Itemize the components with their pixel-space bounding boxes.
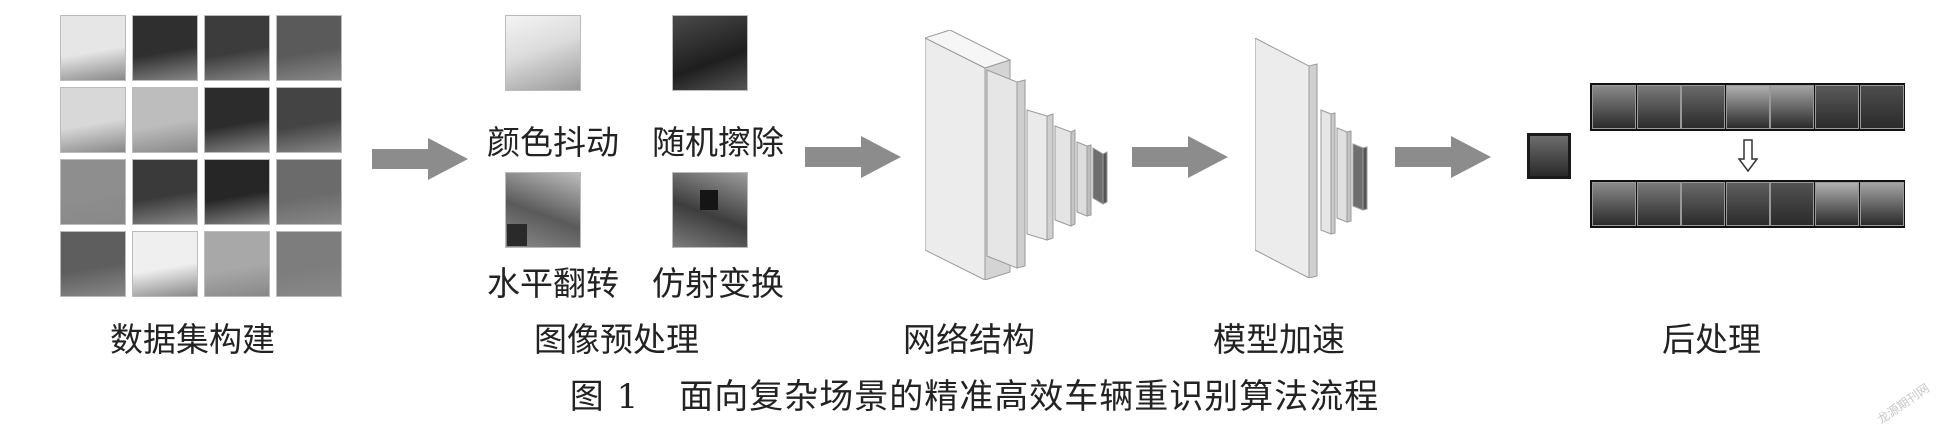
- retrieved-vehicle-thumbnail: [1592, 85, 1636, 129]
- vehicle-thumbnail: [60, 159, 126, 225]
- vehicle-thumbnail: [204, 159, 270, 225]
- vehicle-thumbnail: [204, 231, 270, 297]
- stage-label-acceleration: 模型加速: [1213, 320, 1345, 359]
- retrieved-vehicle-thumbnail: [1636, 182, 1681, 226]
- affine-transform-label: 仿射变换: [652, 264, 784, 303]
- affine-transform-thumbnail: [672, 172, 748, 248]
- vehicle-thumbnail: [60, 87, 126, 153]
- vehicle-thumbnail: [132, 231, 198, 297]
- accelerated-model-diagram: [1255, 38, 1368, 278]
- color-jitter-thumbnail: [505, 15, 581, 91]
- vehicle-thumbnail: [204, 87, 270, 153]
- erasing-patch: [700, 190, 718, 210]
- vehicle-thumbnail: [132, 15, 198, 81]
- horizontal-flip-label: 水平翻转: [487, 264, 619, 303]
- vehicle-thumbnail: [276, 231, 342, 297]
- retrieved-vehicle-thumbnail: [1725, 85, 1770, 129]
- initial-ranking-strip: [1590, 83, 1905, 131]
- vehicle-thumbnail: [204, 15, 270, 81]
- flow-arrow-2: [805, 136, 901, 178]
- stage-label-postprocess: 后处理: [1662, 320, 1761, 359]
- retrieved-vehicle-thumbnail: [1636, 85, 1681, 129]
- flow-arrow-1: [372, 138, 468, 180]
- vehicle-thumbnail: [276, 15, 342, 81]
- retrieved-vehicle-thumbnail: [1592, 182, 1636, 226]
- stage-label-preprocess: 图像预处理: [534, 320, 699, 359]
- retrieved-vehicle-thumbnail: [1681, 85, 1726, 129]
- retrieved-vehicle-thumbnail: [1681, 182, 1726, 226]
- vehicle-thumbnail: [132, 159, 198, 225]
- vehicle-thumbnail: [276, 159, 342, 225]
- vehicle-thumbnail: [60, 231, 126, 297]
- retrieved-vehicle-thumbnail: [1859, 85, 1904, 129]
- random-erasing-thumbnail: [672, 15, 748, 91]
- vehicle-thumbnail: [276, 87, 342, 153]
- reranked-result-strip: [1590, 180, 1905, 228]
- retrieved-vehicle-thumbnail: [1815, 182, 1859, 226]
- figure-title: 面向复杂场景的精准高效车辆重识别算法流程: [679, 377, 1380, 417]
- color-jitter-label: 颜色抖动: [487, 123, 619, 162]
- figure-number: 图 1: [569, 377, 640, 417]
- query-vehicle-thumbnail: [1527, 133, 1571, 179]
- stage-label-network: 网络结构: [903, 320, 1035, 359]
- network-structure-diagram: [925, 30, 1108, 280]
- vehicle-thumbnail: [60, 15, 126, 81]
- rerank-down-arrow-icon: [1738, 139, 1758, 173]
- retrieved-vehicle-thumbnail: [1725, 182, 1770, 226]
- retrieved-vehicle-thumbnail: [1815, 85, 1859, 129]
- vehicle-thumbnail: [132, 87, 198, 153]
- retrieved-vehicle-thumbnail: [1770, 85, 1815, 129]
- stage-label-dataset: 数据集构建: [110, 320, 275, 359]
- figure-caption: 图 1 面向复杂场景的精准高效车辆重识别算法流程: [0, 369, 1949, 418]
- flow-arrow-3: [1132, 136, 1228, 178]
- erasing-patch: [507, 224, 527, 246]
- random-erasing-label: 随机擦除: [652, 123, 784, 162]
- retrieved-vehicle-thumbnail: [1770, 182, 1815, 226]
- flow-arrow-4: [1395, 136, 1491, 178]
- retrieved-vehicle-thumbnail: [1859, 182, 1904, 226]
